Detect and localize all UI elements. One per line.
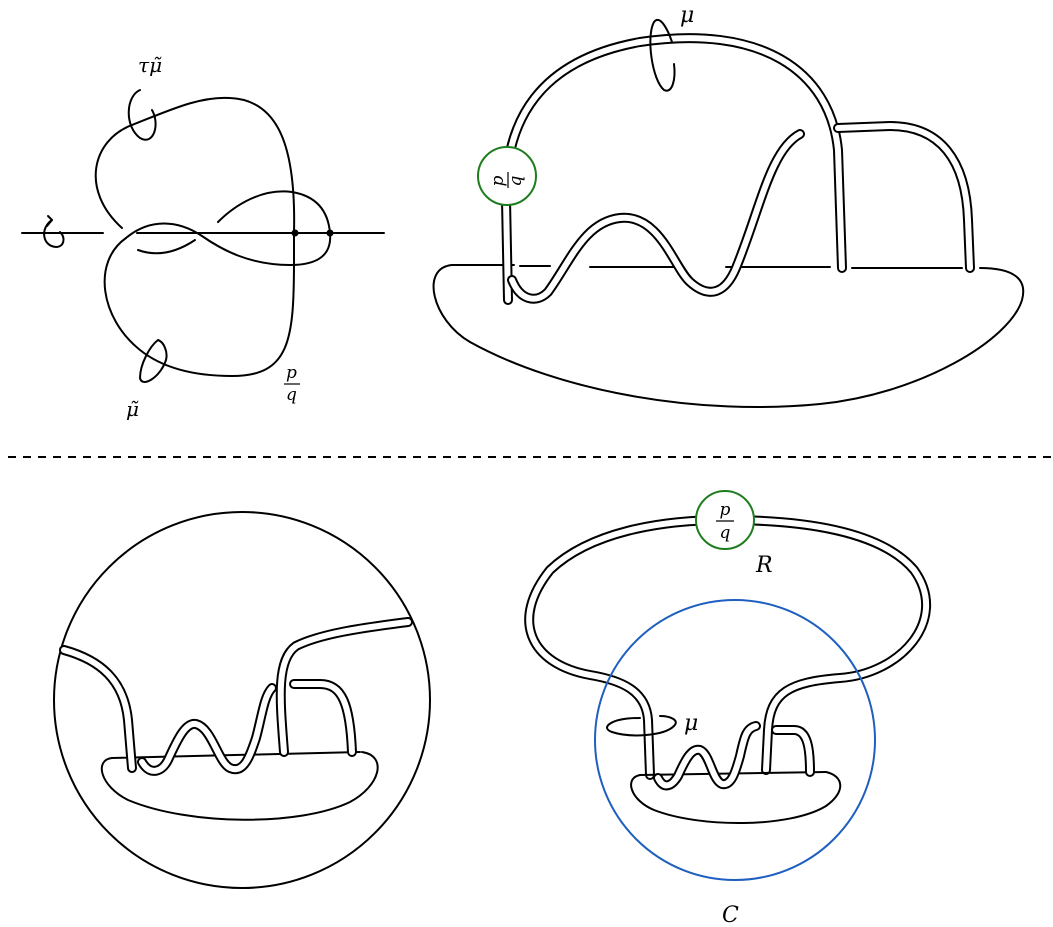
label-R: R (755, 553, 773, 578)
fixed-point-1 (291, 229, 299, 237)
surgery-coefficient-circle-bottom (695, 490, 755, 550)
knot-crossing-strand (137, 239, 196, 255)
label-mu-top: μ (680, 3, 694, 28)
inner-disk-outline-right (630, 771, 842, 824)
label-p-over-q-bottom-circle: p q (716, 500, 734, 543)
outer-loop-band-inner (526, 517, 930, 778)
meridian-mu-top (649, 19, 676, 92)
right-arch-band-inner (835, 123, 973, 271)
right-band-inner (277, 619, 411, 755)
wave-band-inner-small (139, 685, 275, 774)
surgery-coefficient-circle-top (477, 146, 537, 206)
inner-disk-outline (100, 751, 379, 821)
enclosing-circle (53, 511, 431, 889)
label-C: C (722, 903, 739, 927)
knot-lower-arc (103, 237, 295, 377)
fixed-point-2 (326, 229, 334, 237)
inner-disk-top-edge (111, 751, 361, 759)
disk-outline (432, 264, 1025, 409)
frac-q: q (286, 385, 297, 405)
small-arch-right-inner (773, 727, 813, 775)
right-arch-band-outer (833, 121, 975, 273)
frac-q: q (720, 523, 731, 543)
meridian-tau-mu-tilde (127, 89, 157, 141)
frac-p: p (286, 363, 297, 383)
label-p-over-q-top-circle: p q (488, 172, 526, 188)
label-p-over-q-top-left: p q (284, 363, 300, 405)
top-right-band-diagram: μ p q (432, 3, 1025, 409)
knot-figure-eight-loop (125, 190, 332, 266)
frac-p: p (720, 500, 731, 520)
label-tau-mu-tilde: τμ̃ (138, 53, 162, 77)
bottom-left-ball-diagram (53, 511, 431, 889)
meridian-mu-tilde (139, 339, 168, 383)
arch-band-inner (502, 35, 845, 303)
rotation-arrow-icon (43, 219, 65, 248)
top-left-knot-diagram: τμ̃ μ̃ p q (21, 53, 385, 421)
left-band-inner (61, 647, 135, 771)
frac-p: p (488, 175, 508, 186)
outer-loop-band-outer (524, 515, 932, 780)
wave-band-inner (509, 131, 803, 302)
ball-C (594, 599, 876, 881)
rotation-arrowhead-icon (46, 215, 53, 227)
frac-q: q (506, 175, 526, 186)
small-arch-inner (291, 681, 355, 755)
label-mu-tilde: μ̃ (126, 397, 139, 421)
label-mu-bottom: μ (684, 711, 698, 736)
knot-upper-arc (94, 96, 296, 261)
bottom-right-ball-diagram: μ p q R C (524, 490, 932, 927)
meridian-mu-bottom (606, 715, 677, 737)
wave-band-right-inner (655, 723, 759, 789)
